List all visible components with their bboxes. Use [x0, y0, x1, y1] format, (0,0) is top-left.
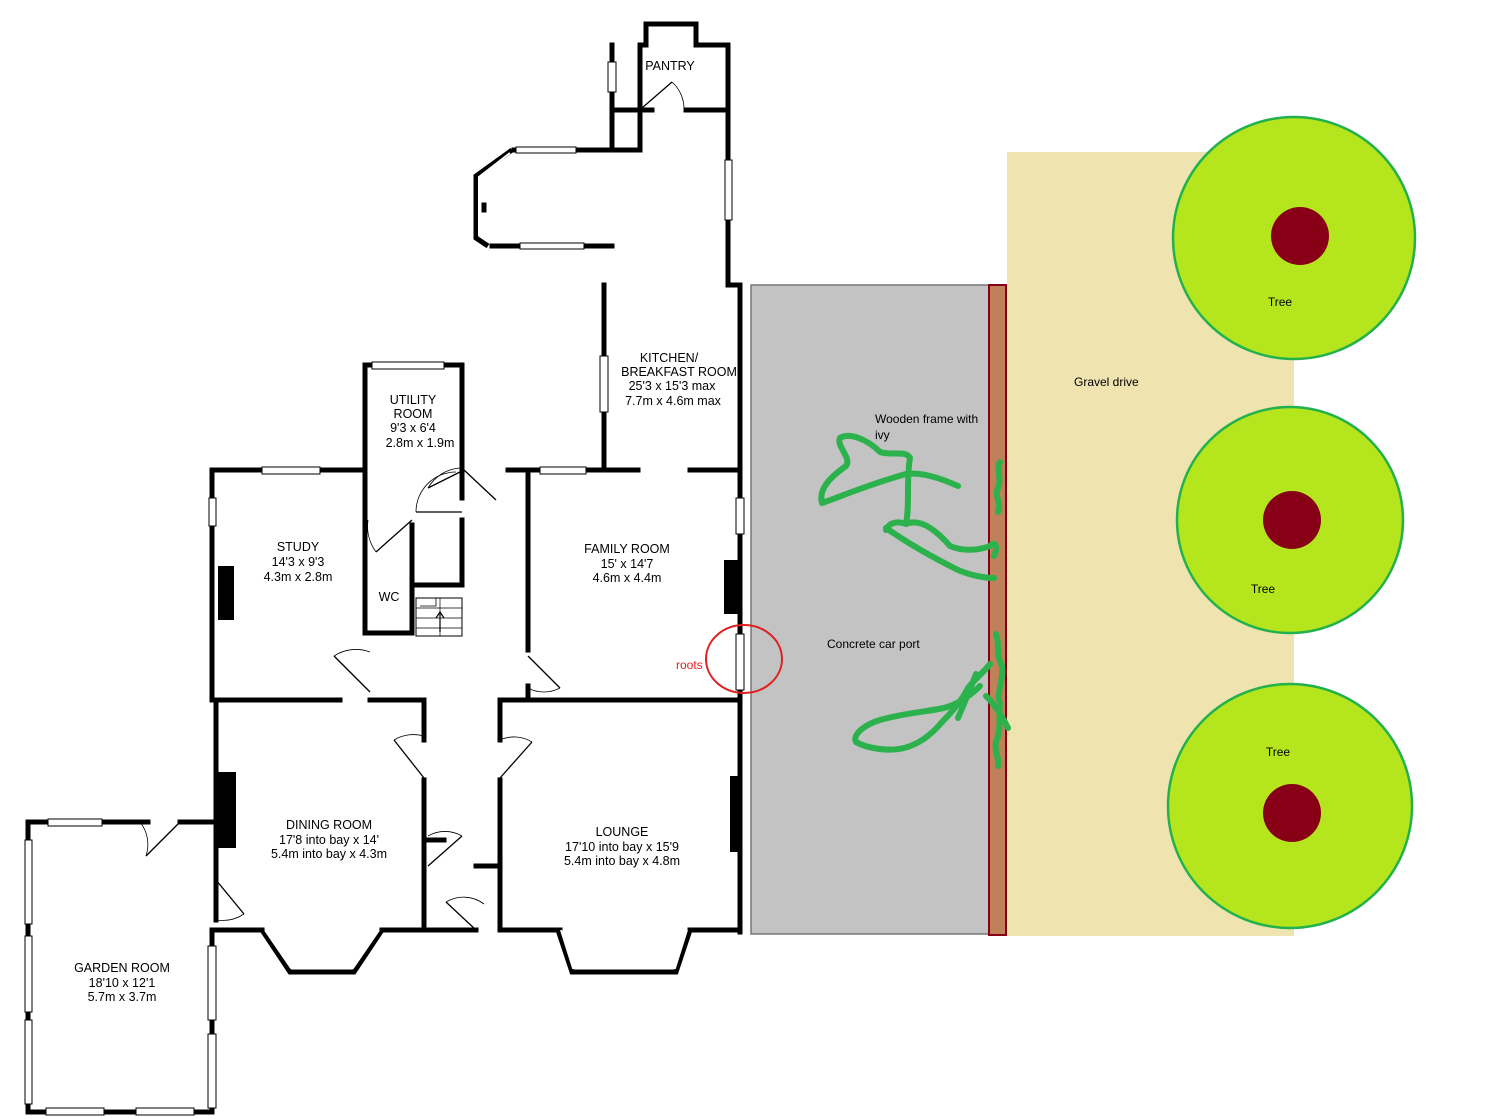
tree-2: Tree: [1175, 405, 1405, 635]
tree-label: Tree: [1268, 295, 1293, 309]
family-room-label: FAMILY ROOM 15' x 14'7 4.6m x 4.4m: [584, 542, 670, 585]
tree-trunk: [1263, 784, 1321, 842]
wooden-frame-label-line2: ivy: [875, 428, 890, 442]
carport-area: [750, 284, 992, 935]
study-name: STUDY: [277, 540, 320, 554]
lounge-dim-metric: 5.4m into bay x 4.8m: [564, 854, 680, 868]
dining-dim-imperial: 17'8 into bay x 14': [279, 833, 379, 847]
wc-label: WC: [379, 590, 400, 604]
family-dim-metric: 4.6m x 4.4m: [593, 571, 662, 585]
tree-trunk: [1263, 491, 1321, 549]
utility-name-2: ROOM: [394, 407, 433, 421]
ivy-fence-upper: [993, 459, 1003, 515]
gravel-drive-label: Gravel drive: [1074, 375, 1139, 389]
family-dim-imperial: 15' x 14'7: [601, 557, 654, 571]
tree-1: Tree: [1171, 115, 1417, 361]
chimney-breasts: [218, 560, 740, 852]
wooden-frame-fence: [988, 284, 1007, 936]
garden-name: GARDEN ROOM: [74, 961, 170, 975]
garden-dim-metric: 5.7m x 3.7m: [88, 990, 157, 1004]
windows: [24, 61, 745, 1116]
tree-label: Tree: [1251, 582, 1276, 596]
tree-trunk: [1271, 207, 1329, 265]
tree-label: Tree: [1266, 745, 1291, 759]
dining-room-label: DINING ROOM 17'8 into bay x 14' 5.4m int…: [271, 818, 387, 861]
kitchen-dim-metric: 7.7m x 4.6m max: [625, 394, 722, 408]
tree-3: Tree: [1166, 682, 1414, 930]
utility-label: UTILITY ROOM 9'3 x 6'4 2.8m x 1.9m: [386, 393, 455, 450]
wc-name: WC: [379, 590, 400, 604]
doors: [139, 81, 685, 931]
kitchen-label: KITCHEN/ BREAKFAST ROOM 25'3 x 15'3 max …: [621, 351, 737, 408]
wooden-frame-label-line1: Wooden frame with: [875, 412, 978, 426]
study-dim-imperial: 14'3 x 9'3: [272, 555, 325, 569]
staircase: [415, 597, 463, 637]
garden-dim-imperial: 18'10 x 12'1: [89, 976, 156, 990]
utility-name-1: UTILITY: [390, 393, 437, 407]
lounge-name: LOUNGE: [596, 825, 649, 839]
ivy-upper: [818, 432, 1000, 581]
roots-label: roots: [676, 658, 703, 672]
bay-windows: [259, 147, 693, 975]
roots-marker-circle: [705, 624, 783, 694]
utility-dim-metric: 2.8m x 1.9m: [386, 436, 455, 450]
kitchen-name-2: BREAKFAST ROOM: [621, 365, 737, 379]
ivy-lower: [852, 631, 1011, 769]
kitchen-dim-imperial: 25'3 x 15'3 max: [629, 379, 717, 393]
lounge-dim-imperial: 17'10 into bay x 15'9: [565, 840, 679, 854]
utility-dim-imperial: 9'3 x 6'4: [390, 421, 436, 435]
kitchen-name-1: KITCHEN/: [640, 351, 699, 365]
lounge-label: LOUNGE 17'10 into bay x 15'9 5.4m into b…: [564, 825, 680, 868]
dining-dim-metric: 5.4m into bay x 4.3m: [271, 847, 387, 861]
dining-name: DINING ROOM: [286, 818, 372, 832]
family-name: FAMILY ROOM: [584, 542, 670, 556]
study-dim-metric: 4.3m x 2.8m: [264, 570, 333, 584]
ivy-growth: [818, 432, 1011, 769]
garden-room-label: GARDEN ROOM 18'10 x 12'1 5.7m x 3.7m: [74, 961, 170, 1004]
study-label: STUDY 14'3 x 9'3 4.3m x 2.8m: [264, 540, 333, 584]
pantry-label: PANTRY: [645, 59, 695, 73]
pantry-name: PANTRY: [645, 59, 695, 73]
carport-label: Concrete car port: [827, 637, 920, 651]
